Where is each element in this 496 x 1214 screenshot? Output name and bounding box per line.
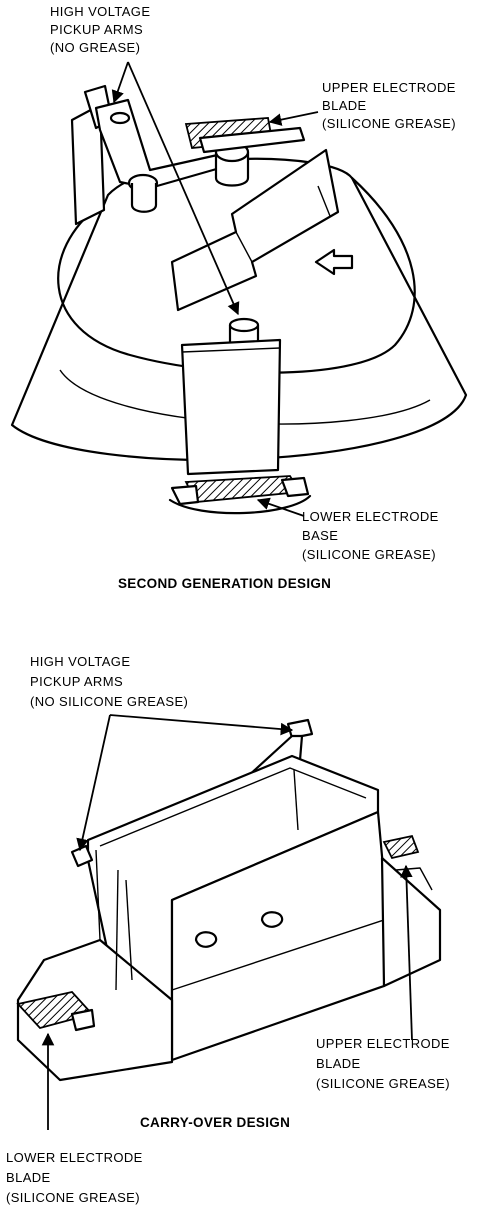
rotation-arrow-icon [314, 248, 354, 276]
rotor-blade [170, 148, 340, 312]
upper-electrode-blade-top [184, 117, 306, 154]
lower-electrode-label-bottom: LOWER ELECTRODE BLADE (SILICONE GREASE) [6, 1150, 147, 1205]
left-base [16, 844, 174, 1082]
upper-electrode-label-top: UPPER ELECTRODE BLADE (SILICONE GREASE) [322, 80, 460, 131]
carry-over-design: HIGH VOLTAGE PICKUP ARMS (NO SILICONE GR… [6, 654, 454, 1205]
lower-electrode-base-top [168, 475, 312, 515]
second-generation-design: HIGH VOLTAGE PICKUP ARMS (NO GREASE) UPP… [10, 4, 468, 591]
housing [86, 754, 388, 1062]
caption-carry-over: CARRY-OVER DESIGN [140, 1115, 290, 1130]
upper-electrode-blade-bottom [380, 834, 442, 988]
upper-electrode-label-bottom: UPPER ELECTRODE BLADE (SILICONE GREASE) [316, 1036, 454, 1091]
caption-second-generation: SECOND GENERATION DESIGN [118, 576, 331, 591]
lower-electrode-label-top: LOWER ELECTRODE BASE (SILICONE GREASE) [302, 509, 443, 562]
pickup-arm-assembly [70, 84, 250, 226]
center-cylinder [180, 317, 282, 476]
pickup-arms-label-top: HIGH VOLTAGE PICKUP ARMS (NO GREASE) [50, 4, 154, 55]
pickup-arms-label-bottom: HIGH VOLTAGE PICKUP ARMS (NO SILICONE GR… [30, 654, 188, 709]
